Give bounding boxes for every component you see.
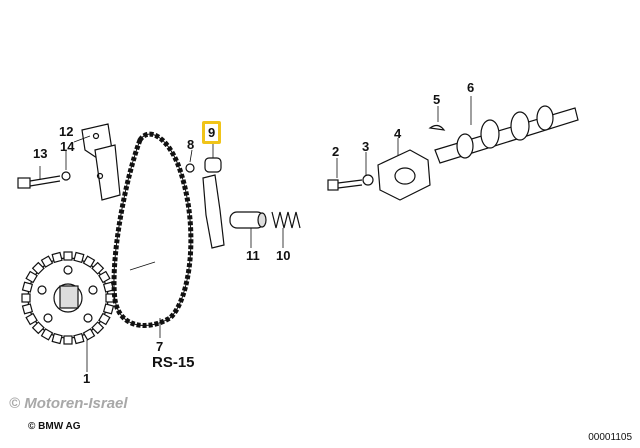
piston-part[interactable] xyxy=(229,211,267,229)
sprocket-tooth xyxy=(102,281,115,293)
sprocket-tooth xyxy=(63,335,73,345)
callout-6[interactable]: 6 xyxy=(467,80,475,95)
sprocket-tooth xyxy=(82,328,96,341)
sprocket-tooth xyxy=(40,328,54,341)
sprocket-tooth xyxy=(31,261,45,275)
chain-type-label: RS-15 xyxy=(152,354,195,371)
nut-8-part[interactable] xyxy=(185,163,195,173)
callout-4[interactable]: 4 xyxy=(394,126,402,141)
sprocket-tooth xyxy=(73,251,85,264)
washer-14-part[interactable] xyxy=(61,171,71,181)
chain-part[interactable] xyxy=(111,131,194,328)
callout-10[interactable]: 10 xyxy=(276,248,291,263)
sprocket-tooth xyxy=(25,270,38,284)
watermark: © Motoren-Israel xyxy=(9,395,128,412)
diagram-code: 00001105 xyxy=(588,432,632,443)
sprocket-tooth xyxy=(63,251,73,261)
flange-part[interactable] xyxy=(377,149,431,201)
sprocket-tooth xyxy=(25,312,38,326)
callout-8[interactable]: 8 xyxy=(187,137,195,152)
bolt-2-part[interactable] xyxy=(327,179,363,191)
guide-rail-part[interactable] xyxy=(81,123,121,201)
sprocket-tooth xyxy=(21,303,34,315)
callout-3[interactable]: 3 xyxy=(362,139,370,154)
callout-13[interactable]: 13 xyxy=(33,146,48,161)
woodruff-key-part[interactable] xyxy=(428,124,446,131)
copyright: © BMW AG xyxy=(28,421,81,432)
callout-7[interactable]: 7 xyxy=(156,339,164,354)
callout-9-selected[interactable]: 9 xyxy=(202,121,222,144)
shaft-part[interactable] xyxy=(434,105,579,164)
sprocket-tooth xyxy=(21,281,34,293)
bolt-13-part[interactable] xyxy=(17,175,61,189)
sprocket-tooth xyxy=(73,332,85,345)
sprocket-tooth xyxy=(51,332,63,345)
sprocket-tooth xyxy=(91,321,105,335)
callout-5[interactable]: 5 xyxy=(433,92,441,107)
callout-1[interactable]: 1 xyxy=(83,371,91,386)
sprocket-tooth xyxy=(31,321,45,335)
sprocket-tooth xyxy=(82,255,96,268)
sprocket-tooth xyxy=(40,255,54,268)
spring-part[interactable] xyxy=(271,211,301,229)
washer-3-part[interactable] xyxy=(362,174,374,186)
sprocket-tooth xyxy=(102,303,115,315)
callout-12[interactable]: 12 xyxy=(59,124,74,139)
sprocket-tooth xyxy=(21,293,31,303)
tensioner-rail-part[interactable] xyxy=(202,157,225,249)
sprocket-tooth xyxy=(98,270,111,284)
callout-11[interactable]: 11 xyxy=(246,248,260,263)
callout-2[interactable]: 2 xyxy=(332,144,340,159)
sprocket-tooth xyxy=(91,261,105,275)
sprocket-part[interactable] xyxy=(21,251,115,345)
sprocket-tooth xyxy=(98,312,111,326)
sprocket-tooth xyxy=(105,293,115,303)
sprocket-tooth xyxy=(51,251,63,264)
callout-14[interactable]: 14 xyxy=(60,139,75,154)
